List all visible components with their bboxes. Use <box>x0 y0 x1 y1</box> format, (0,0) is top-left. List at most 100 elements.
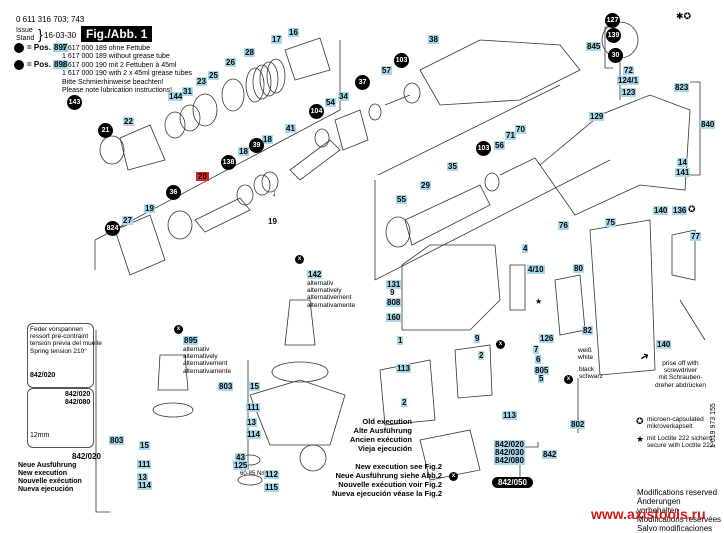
part-label-823[interactable]: 823 <box>674 83 690 92</box>
part-label-136[interactable]: 136 <box>672 206 688 215</box>
part-label-2b[interactable]: 2 <box>401 398 408 407</box>
part-label-842-080[interactable]: 842/080 <box>494 456 525 465</box>
part-label-35[interactable]: 35 <box>447 162 458 171</box>
part-label-13b[interactable]: 13 <box>137 473 148 482</box>
pos-number[interactable]: 898 <box>53 60 69 70</box>
part-label-31[interactable]: 31 <box>182 87 193 96</box>
part-label-23[interactable]: 23 <box>196 77 207 86</box>
part-label-82[interactable]: 82 <box>582 326 593 335</box>
part-label-15b[interactable]: 15 <box>139 441 150 450</box>
spring-part[interactable]: 842/020 <box>30 372 56 379</box>
part-label-840[interactable]: 840 <box>700 120 716 129</box>
part-label-803b[interactable]: 803 <box>109 436 125 445</box>
part-badge-30[interactable]: 30 <box>608 48 623 63</box>
part-label-54[interactable]: 54 <box>325 98 336 107</box>
part-label-57[interactable]: 57 <box>381 66 392 75</box>
part-label-113b[interactable]: 113 <box>502 411 517 420</box>
part-label-72[interactable]: 72 <box>623 66 634 75</box>
part-label-26[interactable]: 26 <box>225 58 236 67</box>
part-label-1[interactable]: 1 <box>397 336 404 345</box>
part-label-124-1[interactable]: 124/1 <box>617 76 640 85</box>
part-label-27[interactable]: 27 <box>122 216 133 225</box>
part-label-126[interactable]: 126 <box>539 334 555 343</box>
part-label-808[interactable]: 808 <box>386 298 402 307</box>
part-label-805[interactable]: 805 <box>534 366 550 375</box>
part-label-111b[interactable]: 111 <box>137 460 152 469</box>
part-label-112[interactable]: 112 <box>264 470 279 479</box>
part-label-2a[interactable]: 2 <box>478 351 485 360</box>
part-label-29[interactable]: 29 <box>420 181 431 190</box>
part-label-895[interactable]: 895 <box>183 336 199 345</box>
part-label-25[interactable]: 25 <box>208 71 219 80</box>
part-label-56[interactable]: 56 <box>494 141 505 150</box>
part-label-34[interactable]: 34 <box>338 92 349 101</box>
part-badge-39[interactable]: 39 <box>249 138 264 153</box>
part-label-70[interactable]: 70 <box>515 125 526 134</box>
part-label-19[interactable]: 19 <box>144 204 155 213</box>
part-label-20-highlighted[interactable]: 20 <box>196 172 209 181</box>
part-label-17[interactable]: 17 <box>271 35 282 44</box>
part-badge-103a[interactable]: 103 <box>394 53 409 68</box>
screw-part-2[interactable]: 842/080 <box>65 399 91 406</box>
part-label-160[interactable]: 160 <box>386 313 402 322</box>
part-label-13a[interactable]: 13 <box>246 418 257 427</box>
part-label-22[interactable]: 22 <box>123 117 134 126</box>
part-label-842[interactable]: 842 <box>542 450 558 459</box>
part-label-28[interactable]: 28 <box>244 48 255 57</box>
part-label-123[interactable]: 123 <box>621 88 637 97</box>
part-label-842-030[interactable]: 842/030 <box>494 448 525 457</box>
screw-part-1[interactable]: 842/020 <box>65 391 91 398</box>
part-label-80[interactable]: 80 <box>573 264 584 273</box>
part-label-845[interactable]: 845 <box>586 42 602 51</box>
part-label-18b[interactable]: 18 <box>262 135 273 144</box>
part-badge-842-050[interactable]: 842/050 <box>492 477 533 488</box>
part-badge-139[interactable]: 139 <box>606 28 621 43</box>
part-badge-21[interactable]: 21 <box>98 123 113 138</box>
part-label-4[interactable]: 4 <box>522 244 529 253</box>
part-badge-138[interactable]: 138 <box>221 155 236 170</box>
part-label-18a[interactable]: 18 <box>238 147 249 156</box>
part-label-9b[interactable]: 9 <box>474 334 481 343</box>
part-label-142[interactable]: 142 <box>307 270 323 279</box>
part-label-125[interactable]: 125 <box>233 461 249 470</box>
part-badge-127[interactable]: 127 <box>605 13 620 28</box>
part-label-144[interactable]: 144 <box>168 92 184 101</box>
part-label-131[interactable]: 131 <box>386 280 402 289</box>
part-label-140b[interactable]: 140 <box>656 340 672 349</box>
part-label-16[interactable]: 16 <box>288 28 299 37</box>
part-badge-37[interactable]: 37 <box>355 75 370 90</box>
part-label-14[interactable]: 14 <box>677 158 688 167</box>
part-label-7[interactable]: 7 <box>533 345 540 354</box>
part-label-140a[interactable]: 140 <box>653 206 669 215</box>
part-label-111a[interactable]: 111 <box>246 403 261 412</box>
part-label-113a[interactable]: 113 <box>396 364 411 373</box>
pos-number[interactable]: 897 <box>53 43 69 53</box>
part-label-76[interactable]: 76 <box>558 221 569 230</box>
part-label-43[interactable]: 43 <box>235 453 246 462</box>
part-label-4-10[interactable]: 4/10 <box>527 265 545 274</box>
part-label-19-plain[interactable]: 19 <box>268 217 277 226</box>
part-label-803a[interactable]: 803 <box>218 382 234 391</box>
part-label-5[interactable]: 5 <box>538 374 545 383</box>
part-badge-103b[interactable]: 103 <box>476 141 491 156</box>
part-label-802[interactable]: 802 <box>570 420 586 429</box>
part-label-842-020[interactable]: 842/020 <box>494 440 525 449</box>
new-exec-part[interactable]: 842/020 <box>72 452 101 461</box>
part-label-75[interactable]: 75 <box>605 218 616 227</box>
part-label-55[interactable]: 55 <box>396 195 407 204</box>
part-badge-143[interactable]: 143 <box>67 95 82 110</box>
website-link[interactable]: www.axistools.ru <box>591 506 706 522</box>
part-badge-824[interactable]: 824 <box>105 221 120 236</box>
part-label-115[interactable]: 115 <box>264 483 279 492</box>
part-label-77[interactable]: 77 <box>690 232 701 241</box>
part-label-114a[interactable]: 114 <box>246 430 261 439</box>
part-label-38[interactable]: 38 <box>428 35 439 44</box>
part-label-129[interactable]: 129 <box>589 112 605 121</box>
part-label-71[interactable]: 71 <box>505 131 516 140</box>
part-label-114b[interactable]: 114 <box>137 481 152 490</box>
part-label-41[interactable]: 41 <box>285 124 296 133</box>
part-label-141[interactable]: 141 <box>675 168 691 177</box>
part-badge-36[interactable]: 36 <box>166 185 181 200</box>
part-badge-104[interactable]: 104 <box>309 104 324 119</box>
part-label-9a[interactable]: 9 <box>390 288 395 297</box>
